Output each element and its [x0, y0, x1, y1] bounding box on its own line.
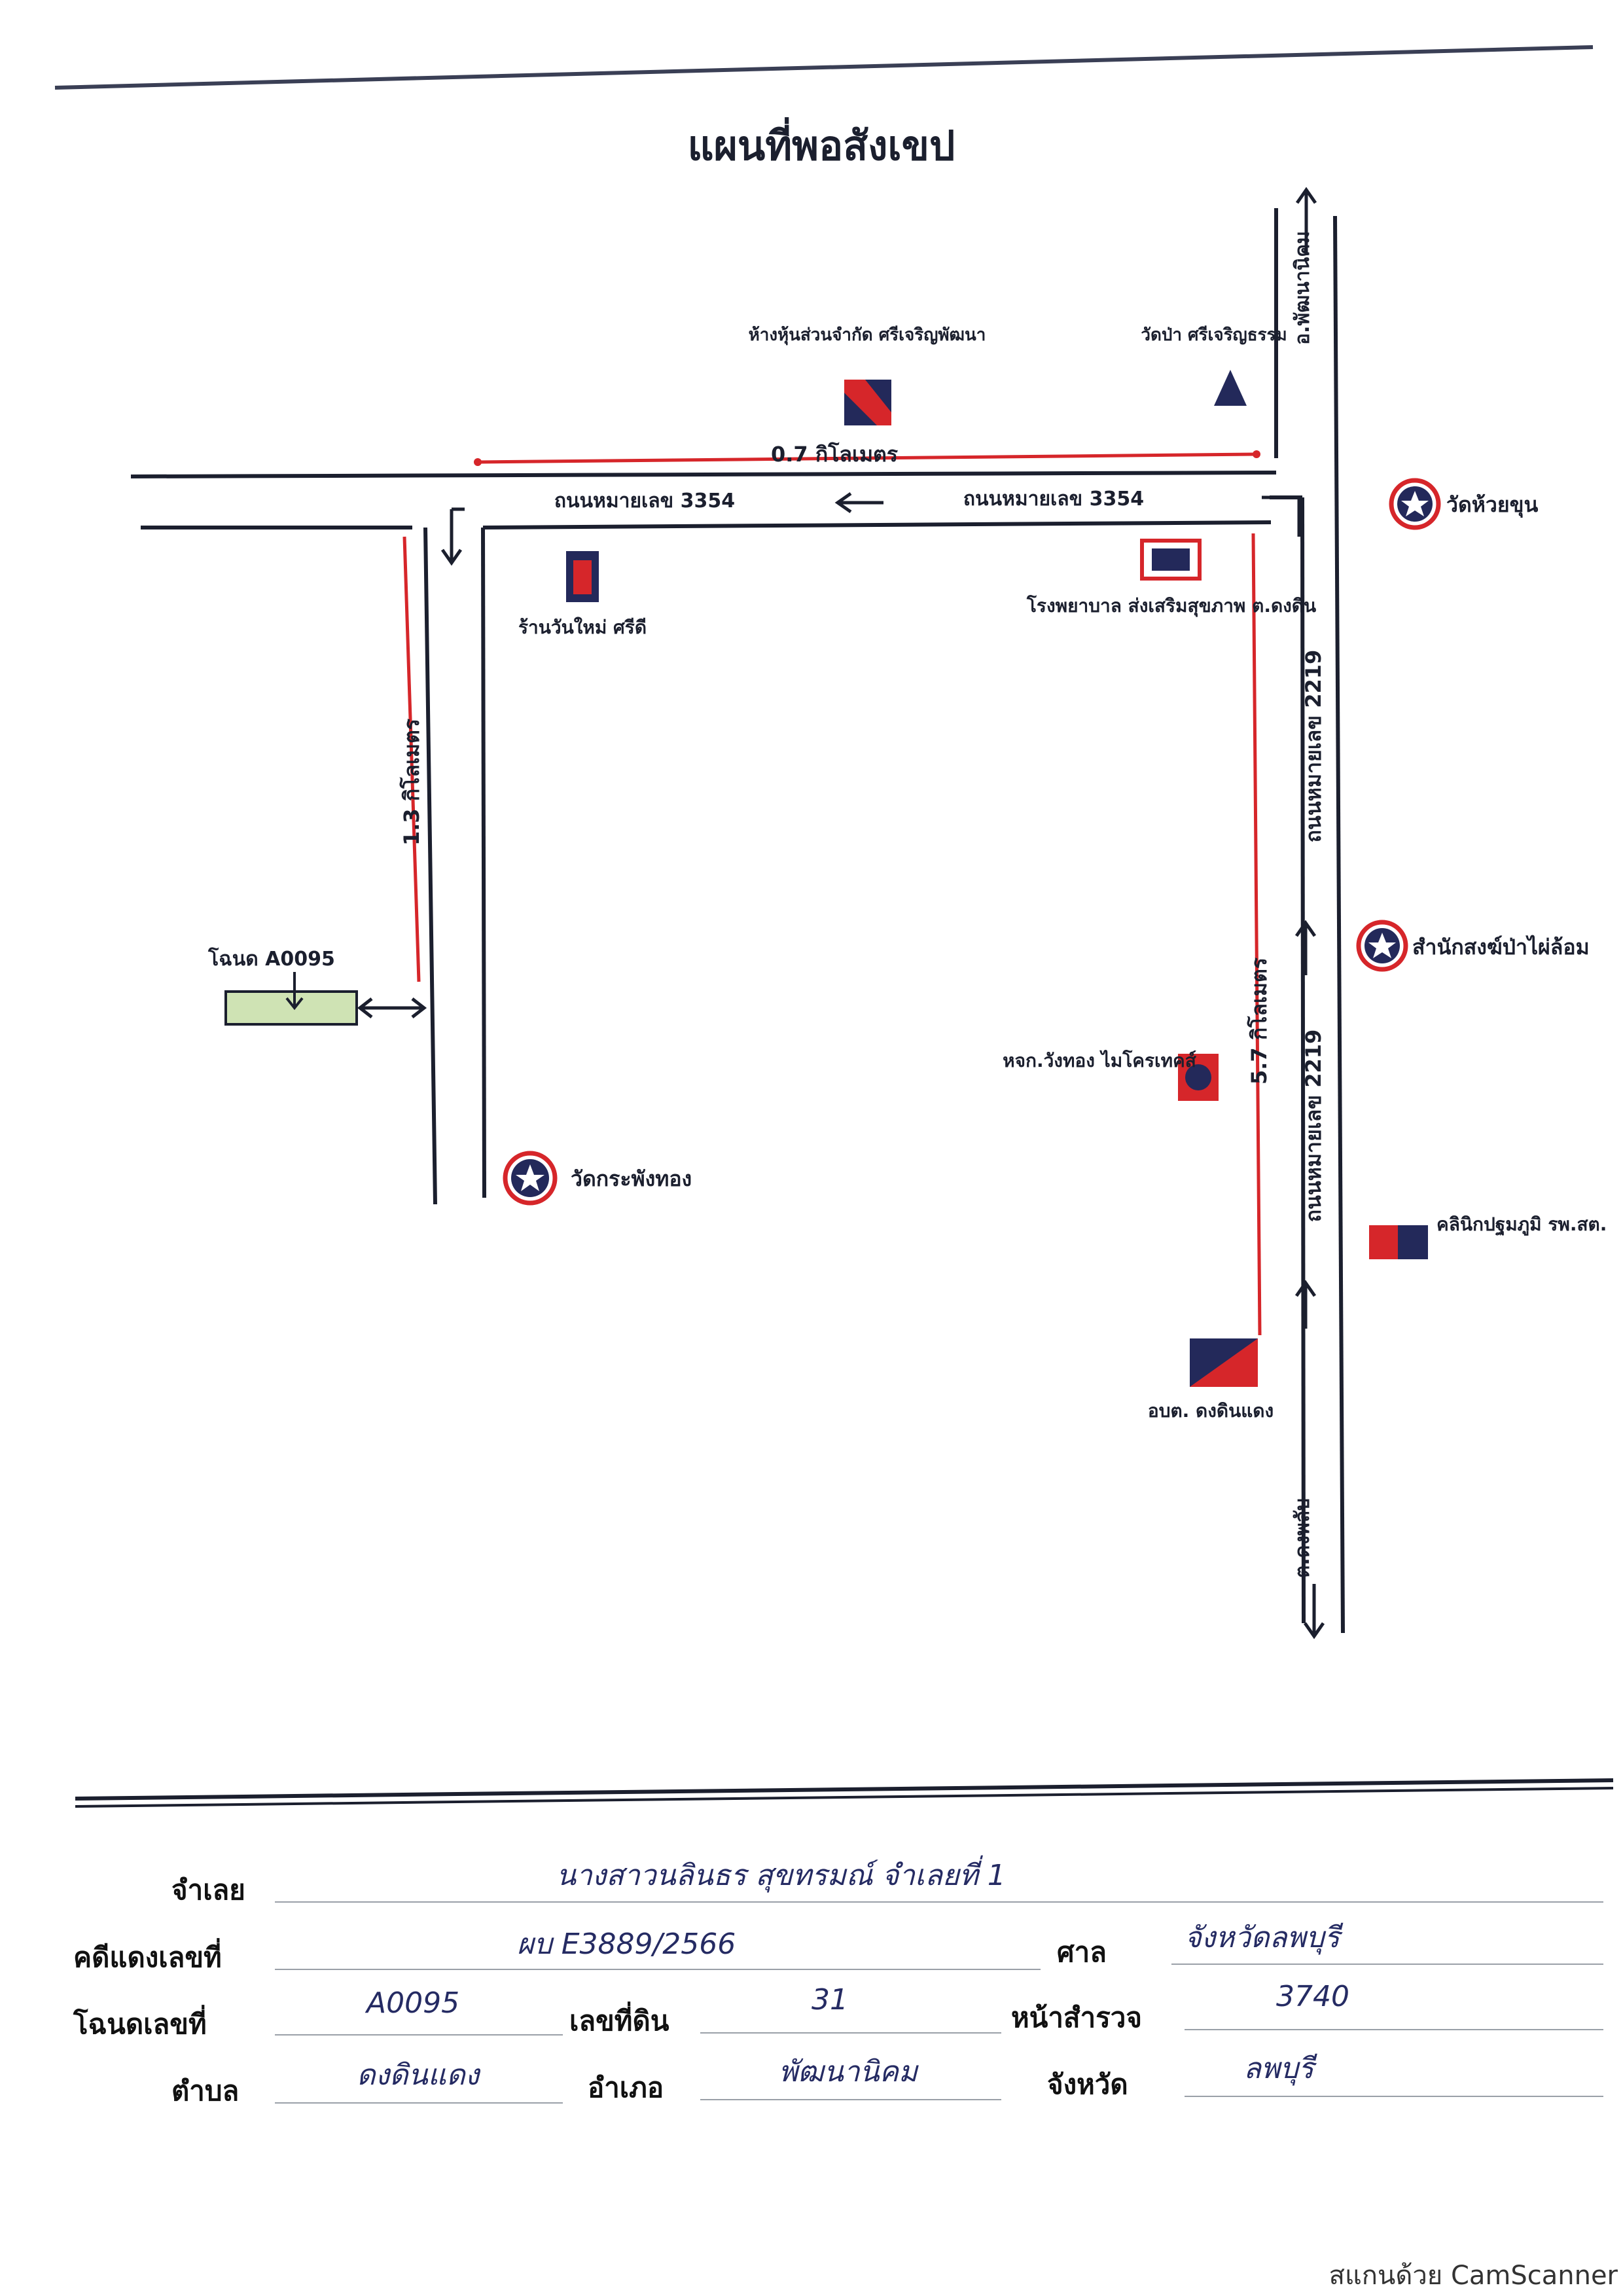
wat-right-top-icon	[1389, 478, 1441, 530]
defendant-value: นางสาวนลินธร สุขทรมณ์ จำเลยที่ 1	[556, 1859, 1006, 1892]
road-2219-label-lower: ถนนหมายเลข 2219	[1301, 1030, 1326, 1223]
district-label: อำเภอ	[588, 2072, 664, 2104]
road-2219-left-edge-lower	[1300, 497, 1306, 1624]
footer-rule-bottom	[75, 1787, 1614, 1808]
shop-left-icon-red	[573, 560, 592, 594]
school-label: โรงพยาบาล ส่งเสริมสุขภาพ ต.ดงดิน	[1026, 594, 1316, 617]
deed-number-value: A0095	[366, 1986, 460, 2020]
store-label: ห้างหุ้นส่วนจำกัด ศรีเจริญพัฒนา	[749, 325, 986, 346]
distance-line-right	[1251, 533, 1262, 1336]
survey-page-value: 3740	[1276, 1980, 1349, 2013]
map-title: แผนที่พอสังเขป	[688, 117, 955, 170]
land-number-underline	[700, 2032, 1001, 2034]
case-number-value: ผบ E3889/2566	[517, 1928, 736, 1961]
store-icon-red	[844, 380, 891, 425]
distance-label-top: 0.7 กิโลเมตร	[771, 442, 898, 467]
defendant-underline	[275, 1901, 1603, 1903]
subdistrict-underline	[275, 2102, 563, 2104]
road-2219-right-edge	[1333, 215, 1345, 1634]
pharmacy-label: หจก.วังทอง ไมโครเทคส์	[1003, 1049, 1197, 1071]
obt-label: อบต. ดงดินแดง	[1148, 1400, 1274, 1422]
district-underline	[700, 2099, 1001, 2100]
wat-left-label: วัดกระพังทอง	[571, 1166, 692, 1191]
subdistrict-value: ดงดินแดง	[357, 2058, 480, 2092]
road-3354-label-right: ถนนหมายเลข 3354	[963, 488, 1144, 511]
survey-page-underline	[1185, 2029, 1603, 2030]
footer-rule-top	[75, 1778, 1614, 1801]
clinic-label: คลินิกปฐมภูมิ รพ.สต.	[1436, 1213, 1607, 1236]
top-border-line	[54, 45, 1594, 90]
province-value: ลพบุรี	[1243, 2052, 1314, 2085]
land-number-value: 31	[812, 1983, 848, 2017]
camscanner-watermark: สแกนด้วย CamScanner	[1329, 2261, 1618, 2291]
case-number-label: คดีแดงเลขที่	[73, 1941, 222, 1973]
wat-right-top-label: วัดห้วยขุน	[1446, 492, 1538, 518]
obt-icon-red	[1190, 1338, 1258, 1387]
direction-label-bottom: ต.ดงพลับ	[1291, 1498, 1314, 1578]
distance-line-top-start	[474, 458, 482, 466]
road-2219-label-upper: ถนนหมายเลข 2219	[1301, 650, 1326, 843]
distance-line-top-end	[1253, 450, 1260, 458]
subdistrict-label: ตำบล	[171, 2075, 240, 2107]
defendant-label: จำเลย	[171, 1874, 245, 1906]
shop-left-label: ร้านวันใหม่ ศรีดี	[518, 617, 647, 638]
distance-label-right: 5.7 กิโลเมตร	[1247, 958, 1272, 1085]
wat-left-icon	[503, 1151, 558, 1206]
deed-number-underline	[275, 2034, 563, 2036]
province-underline	[1185, 2096, 1603, 2097]
wat-mid-right-label: สำนักสงฆ์ป่าไผ่ล้อม	[1412, 935, 1590, 960]
left-road-east-edge	[481, 527, 486, 1198]
province-label: จังหวัด	[1047, 2068, 1128, 2100]
deed-plot-label: โฉนด A0095	[207, 946, 335, 971]
deed-plot	[224, 990, 358, 1026]
distance-line-top	[477, 452, 1257, 464]
road-3354-top-edge	[130, 471, 1277, 478]
district-value: พัฒนานิคม	[779, 2055, 918, 2089]
court-underline	[1171, 1964, 1603, 1965]
direction-arrows	[357, 187, 1325, 1640]
temple-top-icon	[1214, 370, 1247, 406]
deed-plot-arrow	[285, 972, 304, 1011]
distance-line-left	[402, 536, 421, 982]
road-3354-label-left: ถนนหมายเลข 3354	[554, 490, 735, 512]
left-road-west-edge	[423, 527, 437, 1205]
clinic-icon-red	[1369, 1225, 1398, 1259]
distance-label-left: 1.3 กิโลเมตร	[399, 719, 424, 846]
case-number-underline	[275, 1969, 1041, 1970]
pharmacy-icon-dot	[1185, 1064, 1211, 1090]
hospital-icon	[1152, 548, 1190, 571]
temple-top-label: วัดป่า ศรีเจริญธรรม	[1141, 325, 1287, 345]
survey-page-label: หน้าสำรวจ	[1011, 2001, 1142, 2034]
deed-number-label: โฉนดเลขที่	[73, 2008, 207, 2040]
land-number-label: เลขที่ดิน	[569, 2005, 669, 2037]
court-value: จังหวัดลพบุรี	[1185, 1921, 1340, 1954]
hospital-icon-frame	[1140, 539, 1202, 581]
road-3354-bottom-edge-right	[482, 520, 1272, 529]
direction-label-top: อ.พัฒนานิคม	[1291, 231, 1314, 345]
wat-mid-right-icon	[1356, 920, 1408, 972]
court-label: ศาล	[1057, 1936, 1107, 1968]
